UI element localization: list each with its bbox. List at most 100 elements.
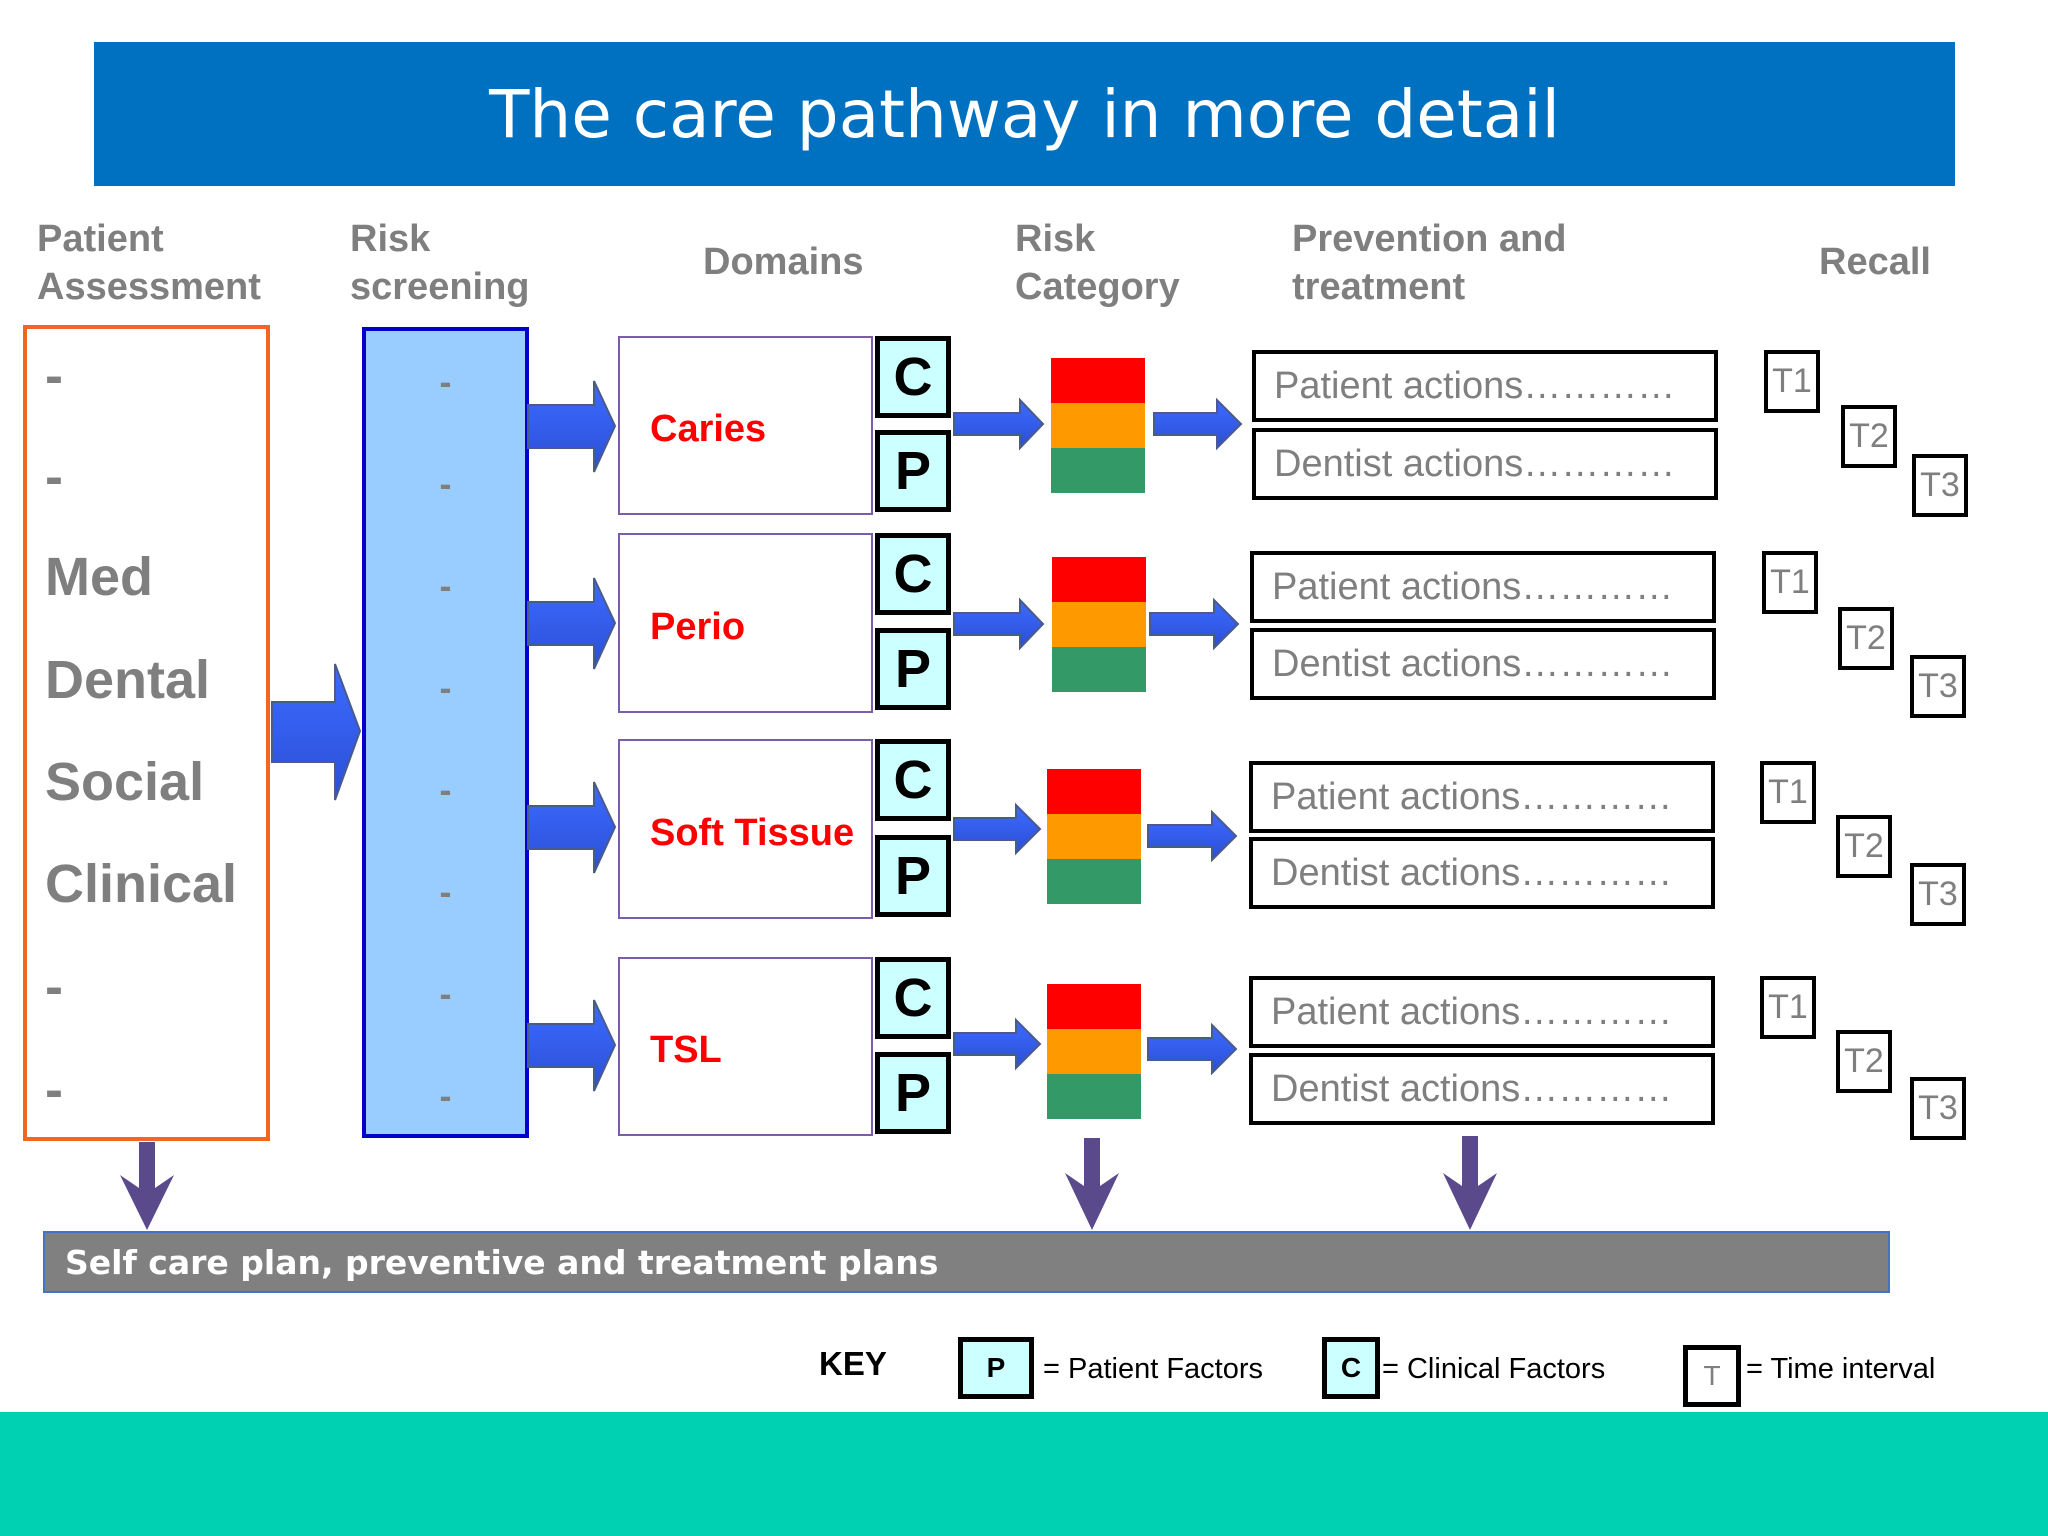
risk-category-indicator xyxy=(1052,557,1146,692)
arrow-right-icon xyxy=(1149,597,1240,651)
arrow-right-icon xyxy=(527,781,617,874)
patient-factors-box: P xyxy=(875,835,951,917)
key-patient-factors-box: P xyxy=(958,1337,1034,1399)
patient-assessment-item: Med xyxy=(45,547,153,607)
key-time-interval-box: T xyxy=(1683,1345,1741,1407)
key-title: KEY xyxy=(819,1345,887,1382)
page-title: The care pathway in more detail xyxy=(94,42,1955,186)
arrow-right-icon xyxy=(527,577,617,670)
risk-low-segment xyxy=(1047,1074,1141,1119)
arrow-right-icon xyxy=(527,380,617,473)
risk-screening-item: - xyxy=(439,667,452,708)
arrow-right-icon xyxy=(953,1017,1042,1071)
domain-box-tsl xyxy=(618,957,873,1136)
arrow-right-icon xyxy=(953,597,1045,651)
key-clinical-factors-box: C xyxy=(1322,1337,1380,1399)
risk-high-segment xyxy=(1051,358,1145,403)
key-clinical-factors-label: = Clinical Factors xyxy=(1382,1353,1606,1385)
recall-interval-t3: T3 xyxy=(1912,454,1968,517)
arrow-right-icon xyxy=(1153,397,1243,451)
risk-medium-segment xyxy=(1047,1029,1141,1074)
risk-screening-item: - xyxy=(439,361,452,402)
header-prevention-treatment: Prevention and treatment xyxy=(1292,218,1567,308)
arrow-down-icon xyxy=(120,1142,174,1230)
risk-medium-segment xyxy=(1051,403,1145,448)
key-patient-factors-label: = Patient Factors xyxy=(1043,1353,1264,1385)
risk-category-indicator xyxy=(1051,358,1145,493)
arrow-right-icon xyxy=(953,397,1045,451)
patient-assessment-item: Clinical xyxy=(45,854,238,914)
risk-category-indicator xyxy=(1047,769,1141,904)
domain-label: Caries xyxy=(650,408,767,450)
risk-screening-item: - xyxy=(439,871,452,912)
arrow-right-icon xyxy=(953,802,1042,856)
arrow-down-icon xyxy=(1443,1136,1497,1230)
recall-interval-t3: T3 xyxy=(1910,1077,1966,1140)
patient-assessment-item: - xyxy=(45,957,63,1017)
clinical-factors-box: C xyxy=(875,957,951,1039)
risk-low-segment xyxy=(1052,647,1146,692)
risk-high-segment xyxy=(1047,769,1141,814)
arrow-right-icon xyxy=(1147,809,1238,863)
domain-box-soft-tissue xyxy=(618,739,873,919)
risk-high-segment xyxy=(1047,984,1141,1029)
domain-label: TSL xyxy=(650,1029,722,1071)
clinical-factors-box: C xyxy=(875,533,951,615)
patient-assessment-item: Dental xyxy=(45,650,211,710)
header-risk-screening: Risk screening xyxy=(350,218,530,308)
risk-low-segment xyxy=(1051,448,1145,493)
domain-box-caries xyxy=(618,336,873,515)
dentist-actions-box: Dentist actions………… xyxy=(1252,428,1718,500)
recall-interval-t2: T2 xyxy=(1836,815,1892,878)
footer-band xyxy=(0,1412,2048,1536)
risk-medium-segment xyxy=(1052,602,1146,647)
arrow-down-icon xyxy=(1065,1138,1119,1230)
header-patient-assessment: Patient Assessment xyxy=(37,218,261,308)
domain-label: Soft Tissue xyxy=(650,812,855,854)
header-risk-category: Risk Category xyxy=(1015,218,1180,308)
recall-interval-t3: T3 xyxy=(1910,863,1966,926)
recall-interval-t1: T1 xyxy=(1762,551,1818,614)
patient-factors-box: P xyxy=(875,430,951,512)
domain-label: Perio xyxy=(650,606,746,648)
patient-actions-box: Patient actions………… xyxy=(1249,761,1715,833)
risk-screening-box xyxy=(362,327,529,1138)
risk-medium-segment xyxy=(1047,814,1141,859)
arrow-right-icon xyxy=(527,999,617,1092)
key-time-interval-label: = Time interval xyxy=(1746,1353,1936,1385)
self-care-plan-bar: Self care plan, preventive and treatment… xyxy=(43,1231,1890,1293)
recall-interval-t1: T1 xyxy=(1760,976,1816,1039)
dentist-actions-box: Dentist actions………… xyxy=(1249,1053,1715,1125)
dentist-actions-box: Dentist actions………… xyxy=(1250,628,1716,700)
patient-assessment-item: - xyxy=(45,1060,63,1120)
header-recall: Recall xyxy=(1819,241,1931,283)
risk-category-indicator xyxy=(1047,984,1141,1119)
domain-box-perio xyxy=(618,533,873,713)
risk-screening-item: - xyxy=(439,973,452,1014)
patient-actions-box: Patient actions………… xyxy=(1250,551,1716,623)
risk-screening-item: - xyxy=(439,1075,452,1116)
patient-factors-box: P xyxy=(875,628,951,710)
arrow-right-icon xyxy=(271,663,362,801)
patient-factors-box: P xyxy=(875,1052,951,1134)
recall-interval-t2: T2 xyxy=(1838,607,1894,670)
header-domains: Domains xyxy=(703,241,864,283)
patient-actions-box: Patient actions………… xyxy=(1249,976,1715,1048)
risk-screening-item: - xyxy=(439,769,452,810)
recall-interval-t1: T1 xyxy=(1760,761,1816,824)
dentist-actions-box: Dentist actions………… xyxy=(1249,837,1715,909)
patient-assessment-item: - xyxy=(45,447,63,507)
recall-interval-t2: T2 xyxy=(1841,405,1897,468)
patient-actions-box: Patient actions………… xyxy=(1252,350,1718,422)
patient-assessment-item: Social xyxy=(45,752,205,812)
arrow-right-icon xyxy=(1147,1022,1238,1076)
risk-low-segment xyxy=(1047,859,1141,904)
risk-screening-item: - xyxy=(439,565,452,606)
patient-assessment-box xyxy=(23,325,270,1141)
risk-screening-item: - xyxy=(439,463,452,504)
clinical-factors-box: C xyxy=(875,739,951,821)
recall-interval-t3: T3 xyxy=(1910,655,1966,718)
clinical-factors-box: C xyxy=(875,336,951,418)
recall-interval-t1: T1 xyxy=(1764,350,1820,413)
